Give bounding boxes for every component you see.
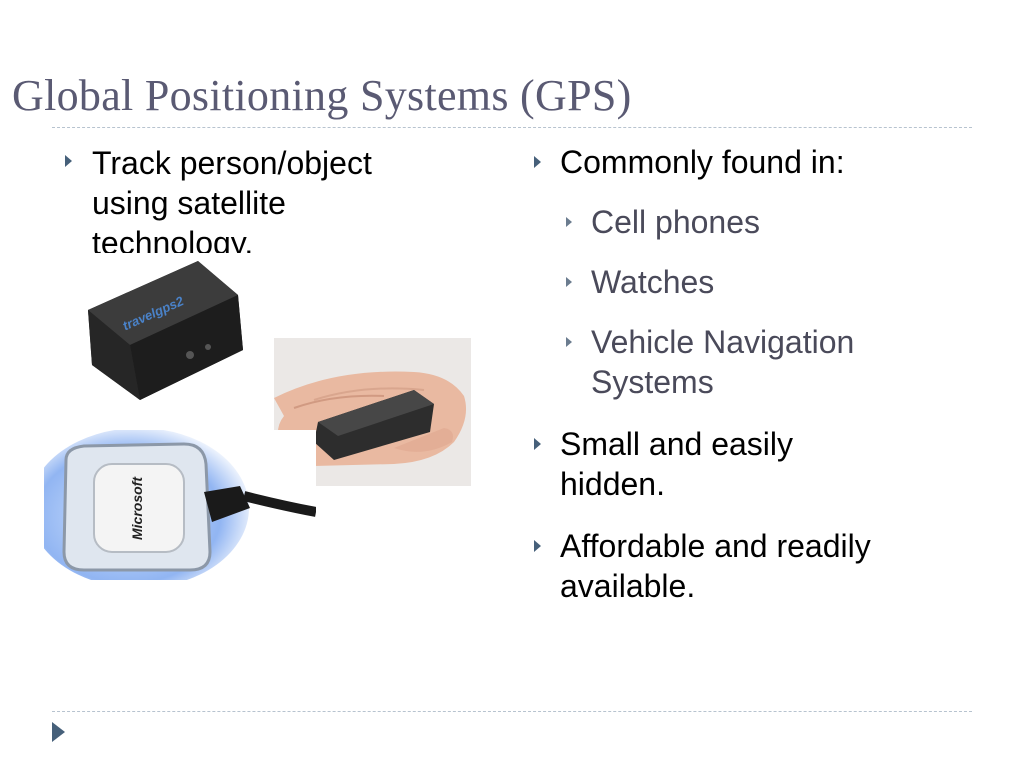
left-bullet-clip: Track person/object using satellite tech…	[92, 143, 472, 253]
bullet-arrow-icon	[65, 155, 72, 167]
left-bullet: Track person/object using satellite tech…	[92, 145, 372, 253]
bullet-text: Small and easily hidden.	[560, 426, 793, 502]
bullet-arrow-icon	[534, 438, 541, 450]
sub-bullet-vehicle-navigation: Vehicle Navigation Systems	[566, 322, 921, 402]
slide-title: Global Positioning Systems (GPS)	[12, 71, 632, 120]
sub-bullet-text: Cell phones	[591, 204, 760, 240]
slide-nav-arrow-icon[interactable]	[52, 722, 65, 742]
sub-bullet-text: Watches	[591, 264, 715, 300]
title-divider	[52, 127, 972, 128]
bullet-text: Commonly found in:	[560, 144, 845, 180]
sub-bullet-arrow-icon	[566, 217, 572, 227]
bullet-commonly-found: Commonly found in:	[534, 142, 845, 182]
sub-bullet-text: Vehicle Navigation Systems	[591, 324, 855, 400]
sub-bullet-cell-phones: Cell phones	[566, 202, 760, 242]
bullet-arrow-icon	[534, 156, 541, 168]
sub-bullet-watches: Watches	[566, 262, 715, 302]
device-three-logo: Microsoft	[129, 476, 145, 540]
sub-bullet-arrow-icon	[566, 277, 572, 287]
bullet-text: Affordable and readily available.	[560, 528, 871, 604]
sub-bullet-arrow-icon	[566, 337, 572, 347]
gps-device-photo-microsoft: Microsoft	[44, 430, 316, 580]
gps-device-photo-travelgps: travelgps2	[78, 255, 248, 405]
footer-divider	[52, 711, 972, 712]
bullet-affordable: Affordable and readily available.	[534, 526, 940, 606]
bullet-small-hidden: Small and easily hidden.	[534, 424, 860, 504]
bullet-arrow-icon	[534, 540, 541, 552]
hand-holding-device-photo	[274, 338, 471, 486]
